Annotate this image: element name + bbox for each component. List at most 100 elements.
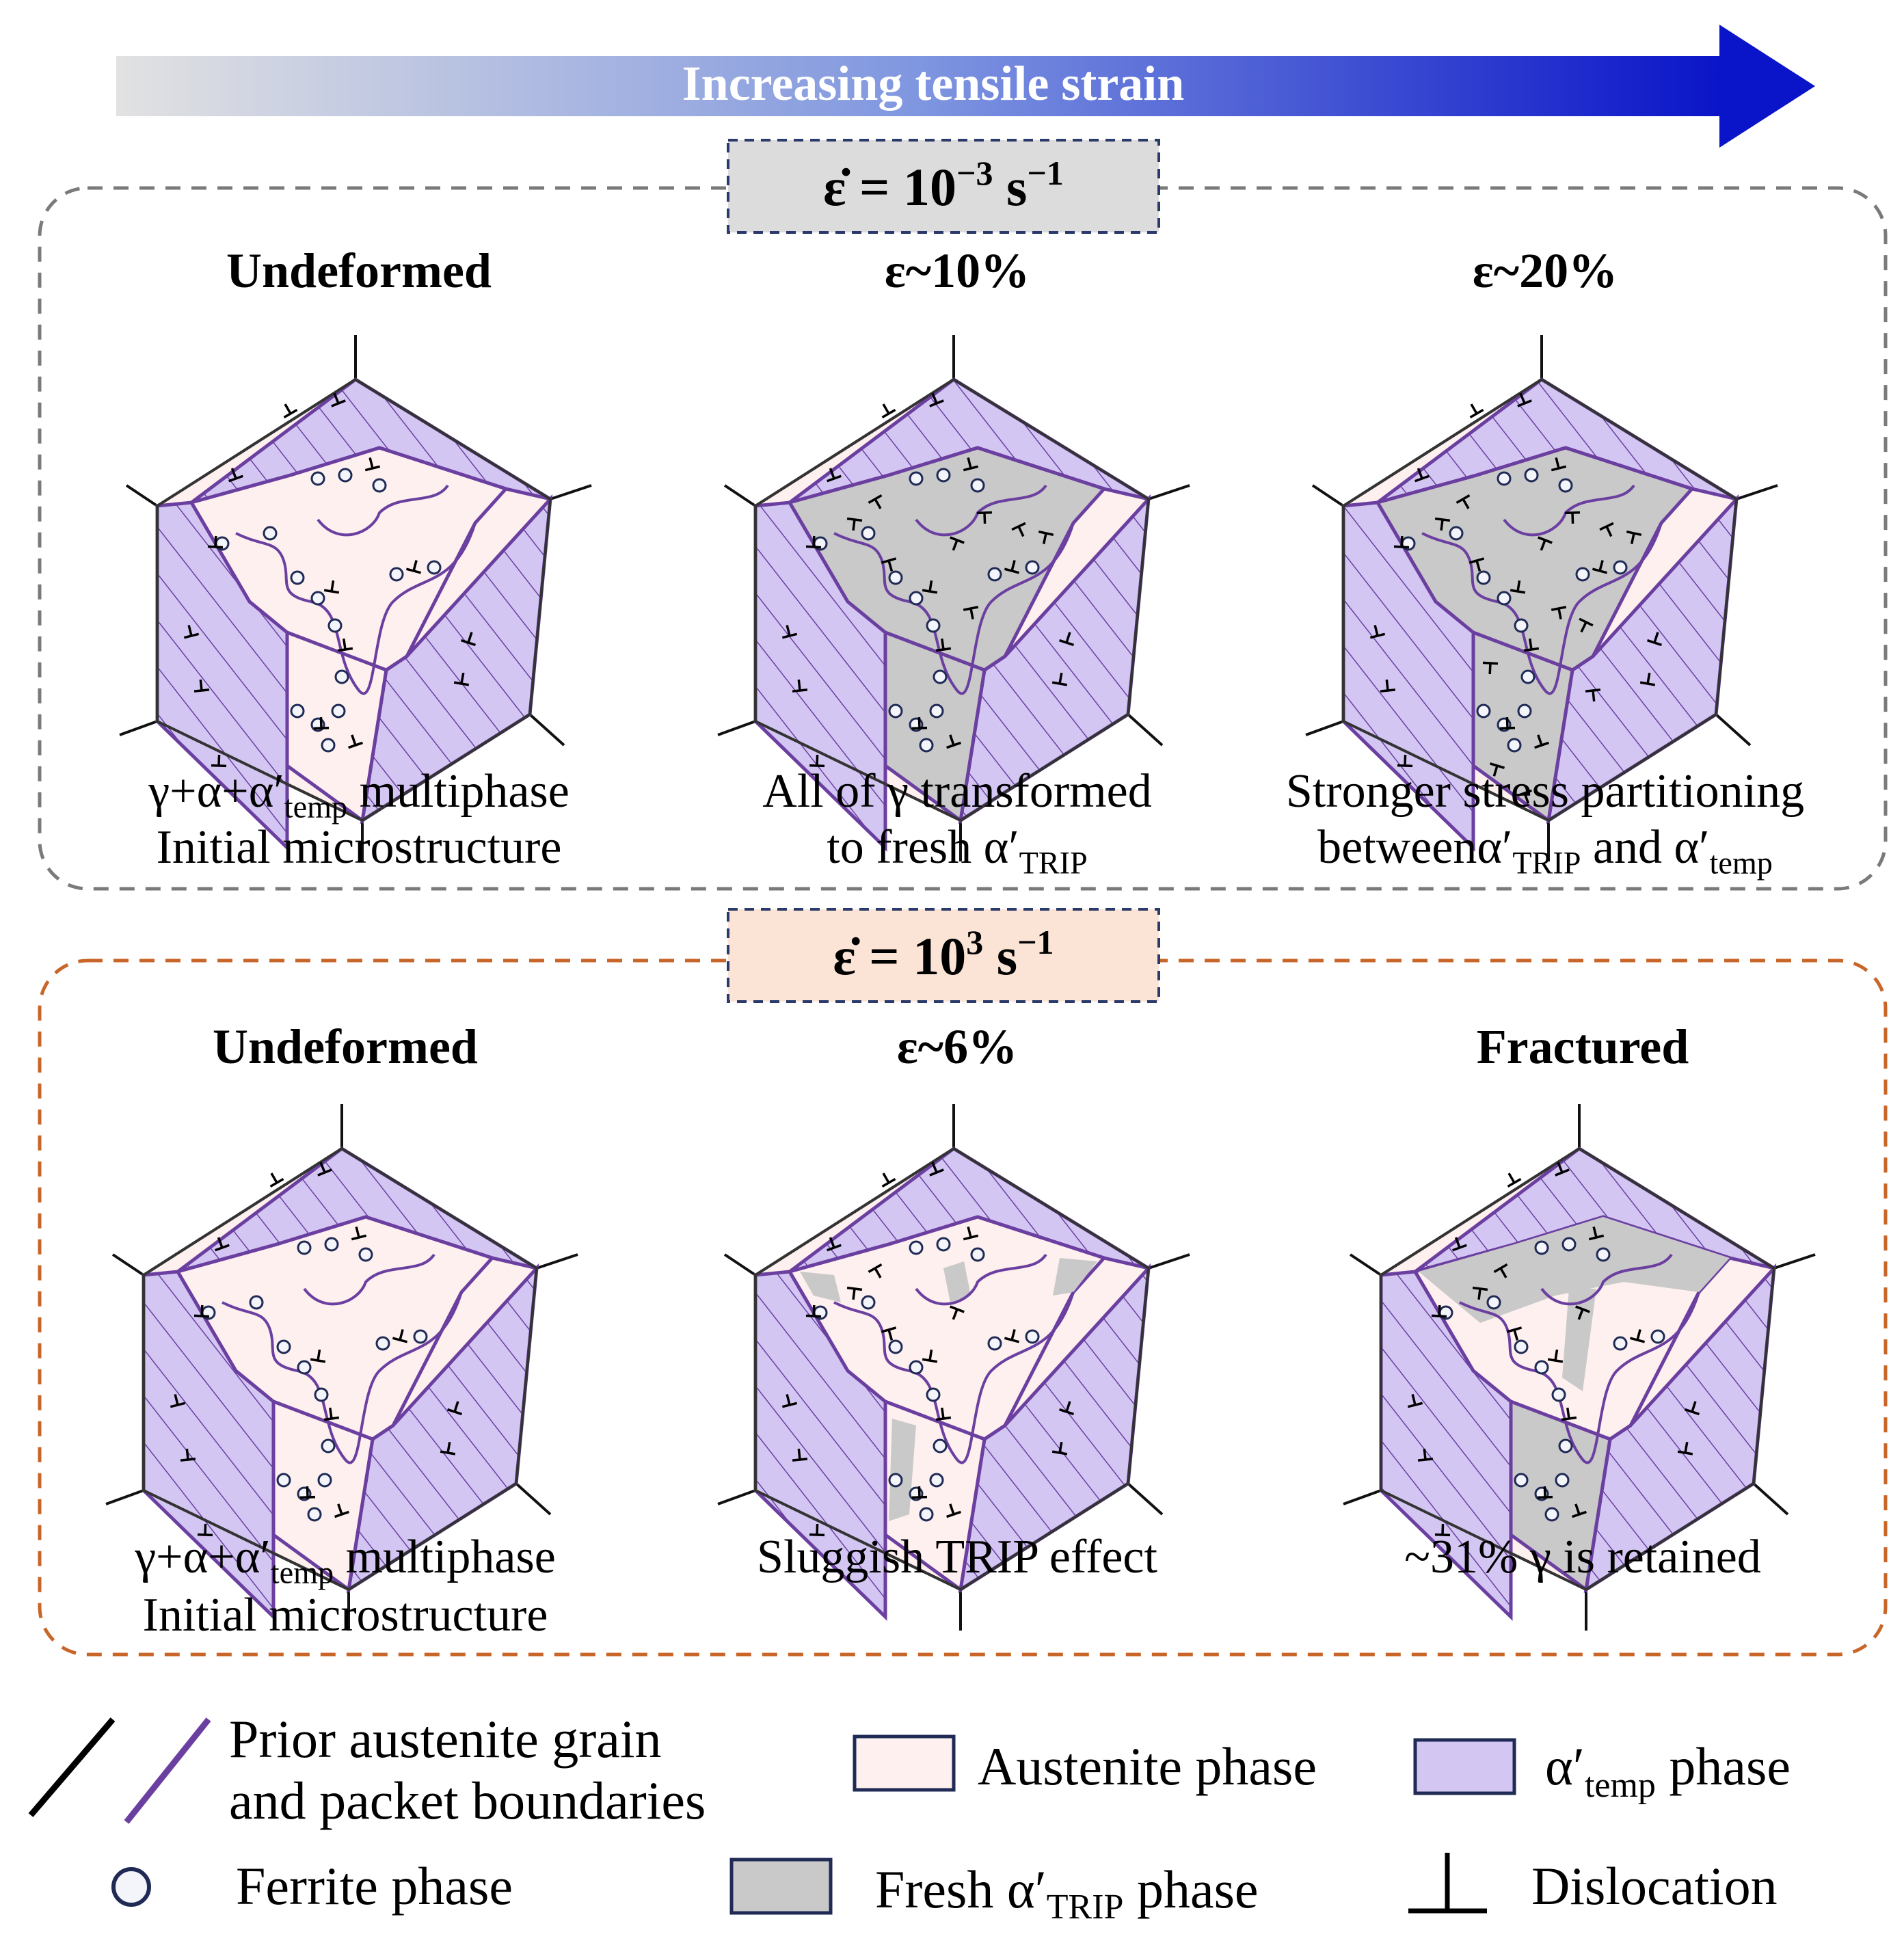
panel-title: Undeformed — [213, 1019, 478, 1074]
microstructure-hexagon — [1305, 335, 1778, 861]
prior-austenite-boundary — [1148, 484, 1190, 500]
legend-alpha-temp-label: α′temp phase — [1545, 1737, 1791, 1805]
dislocation-symbol — [1626, 531, 1642, 545]
ferrite-particle — [334, 669, 349, 684]
dislocation-symbol — [881, 557, 897, 572]
dislocation-symbol — [1538, 536, 1553, 551]
dislocation-symbol — [446, 1401, 463, 1416]
dislocation-symbol — [1051, 672, 1068, 686]
ferrite-particle — [926, 618, 941, 633]
ferrite-particle — [276, 1473, 291, 1488]
dislocation-symbol — [1555, 1162, 1570, 1177]
dislocation-symbol — [1434, 1523, 1451, 1537]
ferrite-particle — [1514, 618, 1529, 633]
packet-boundary — [915, 1253, 1047, 1306]
packet-boundary — [833, 1291, 1075, 1464]
panel-caption-line1: γ+α+α′temp multiphase — [148, 765, 569, 824]
dislocation-symbol — [1452, 1237, 1467, 1252]
microstructure-hexagon — [717, 1104, 1190, 1631]
legend-dislocation-label: Dislocation — [1531, 1856, 1778, 1916]
dislocation-symbol — [197, 1523, 213, 1537]
ferrite-particle — [888, 704, 903, 719]
panel-title: ε~20% — [1473, 243, 1618, 298]
ferrite-particle — [321, 738, 336, 753]
ferrite-particle — [1514, 1339, 1529, 1354]
ferrite-particle — [1025, 1329, 1040, 1344]
dislocation-symbol — [1380, 679, 1396, 693]
ferrite-particle — [888, 570, 903, 585]
austenite-region — [189, 446, 509, 825]
dislocation-symbol — [1551, 457, 1567, 472]
dislocation-symbol — [207, 535, 224, 549]
fresh-trip-patch — [943, 1261, 971, 1302]
dislocation-symbol — [351, 1227, 367, 1241]
dislocation-symbol — [963, 457, 979, 472]
prior-austenite-boundary — [119, 720, 158, 736]
ferrite-particle — [290, 704, 305, 719]
strain-arrow-shaft — [116, 56, 1723, 116]
dislocation-symbol — [460, 632, 477, 647]
prior-austenite-boundary — [717, 720, 756, 736]
dislocation-symbol — [976, 511, 993, 524]
dislocation-symbol — [440, 1441, 456, 1456]
dislocation-symbol — [1011, 522, 1026, 537]
ferrite-particle — [1520, 669, 1536, 684]
dislocation-symbol — [215, 1237, 230, 1252]
dislocation-symbol — [1469, 403, 1484, 419]
ferrite-particle — [1558, 478, 1573, 493]
strain-arrow-head — [1719, 25, 1815, 148]
dislocation-symbol — [1431, 1304, 1447, 1318]
panel-caption-line1: ~31% γ is retained — [1404, 1531, 1761, 1583]
ferrite-particle — [338, 468, 353, 483]
prior-austenite-boundary — [1311, 484, 1345, 507]
ferrite-particle — [1534, 1360, 1549, 1375]
dislocation-symbol — [193, 1304, 210, 1318]
dislocation-symbol — [193, 679, 210, 693]
panel-caption-line2: Initial microstructure — [157, 821, 562, 874]
microstructure-hexagon — [105, 1104, 578, 1631]
ferrite-particle — [1524, 468, 1539, 483]
dislocation-symbol — [792, 679, 808, 693]
packet-boundary — [1459, 1291, 1700, 1464]
ferrite-particle — [413, 1329, 428, 1344]
packet-boundary — [1421, 522, 1663, 695]
panel-full-trip-dense: ε~20%Stronger stress partitioningbetween… — [1286, 243, 1804, 880]
dislocation-symbol — [1561, 1407, 1577, 1421]
row-frame — [38, 186, 1888, 891]
dislocation-symbol — [935, 638, 952, 652]
packet-boundary — [222, 1291, 463, 1464]
dislocation-symbol — [1684, 1401, 1700, 1416]
packet-boundary — [317, 484, 449, 537]
dislocation-symbol — [1058, 632, 1075, 647]
dislocation-symbol — [935, 1407, 952, 1421]
dislocation-symbol — [881, 403, 896, 419]
strain-rate-box — [727, 908, 1160, 1003]
strain-rate-box — [727, 139, 1160, 234]
ferrite-particle — [970, 478, 985, 493]
grain-outline — [156, 377, 552, 822]
dislocation-symbol — [1547, 1349, 1564, 1363]
dislocation-symbol — [1506, 1326, 1523, 1341]
dislocation-symbol — [348, 734, 363, 749]
prior-austenite-boundary — [111, 1253, 145, 1276]
dislocation-symbol — [1038, 531, 1054, 545]
legend-austenite-label: Austenite phase — [978, 1737, 1317, 1796]
panel-sluggish: ε~6%Sluggish TRIP effect — [717, 1019, 1190, 1631]
ferrite-particle — [297, 1240, 312, 1255]
ferrite-particle — [1497, 591, 1512, 606]
dislocation-symbol — [1523, 638, 1540, 652]
dislocation-symbol — [809, 1523, 825, 1537]
microstructure-hexagon — [717, 335, 1190, 861]
dislocation-symbol — [1517, 392, 1532, 407]
grain-outline — [1342, 377, 1739, 822]
dislocation-symbol — [1599, 522, 1614, 537]
dislocation-symbol — [929, 1162, 944, 1177]
dislocation-symbol — [781, 625, 798, 639]
dislocation-symbol — [781, 1394, 798, 1408]
dislocation-symbol — [1472, 1286, 1488, 1300]
dislocation-symbol — [317, 1162, 332, 1177]
dislocation-symbol — [1585, 688, 1601, 702]
